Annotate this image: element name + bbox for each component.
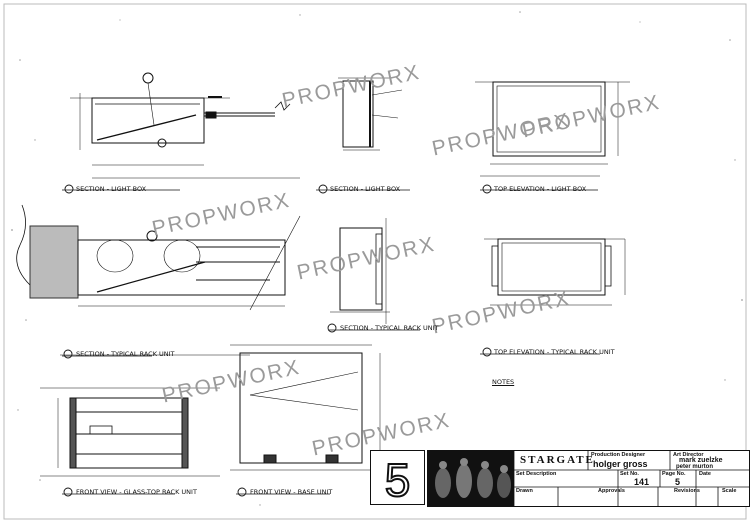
approvals-caption: Approvals	[598, 488, 625, 494]
detail-section-light-box-1	[70, 72, 300, 179]
set-no-caption: Set No.	[620, 471, 639, 477]
drawn-caption: Drawn	[516, 488, 533, 494]
scale-caption: Scale	[722, 488, 737, 494]
date-caption: Date	[699, 471, 711, 477]
sheet-number: 5	[385, 454, 411, 505]
revisions-caption: Revisions	[674, 488, 700, 494]
art-director-1: mark zuelzke	[679, 457, 723, 464]
set-description-caption: Set Description	[516, 471, 557, 477]
art-director-caption: Art Director	[673, 452, 704, 458]
detail-front-view-glass-top-rack	[40, 387, 220, 477]
set-no: 141	[634, 477, 650, 487]
title-block-grid	[513, 451, 749, 506]
sheet-number-box: 5	[370, 450, 425, 505]
detail-section-typical-rack-side	[330, 218, 390, 324]
detail-top-elevation-light-box	[475, 81, 630, 177]
photocopy-noise	[11, 11, 743, 506]
page-no-caption: Page No.	[662, 471, 686, 477]
detail-front-view-base-unit	[230, 344, 381, 471]
detail-top-elevation-typical-rack	[484, 238, 626, 306]
view-label: FRONT VIEW - GLASS-TOP RACK UNIT	[76, 488, 197, 496]
view-callout-circles	[63, 184, 492, 497]
art-director-2: peter murton	[676, 464, 714, 470]
detail-section-light-box-2	[338, 77, 403, 151]
view-label: TOP ELEVATION - TYPICAL RACK UNIT	[494, 348, 615, 356]
page-no: 5	[675, 477, 681, 487]
view-label: SECTION - LIGHT BOX	[330, 185, 401, 193]
view-label: SECTION - TYPICAL RACK UNIT	[340, 324, 439, 332]
view-label: SECTION - TYPICAL RACK UNIT	[76, 350, 175, 358]
production-designer: holger gross	[593, 459, 648, 469]
production-designer-caption: Production Designer	[591, 452, 646, 458]
show-name: STARGATE	[520, 454, 595, 466]
film-artwork	[428, 451, 514, 506]
title-block: STARGATE Production Designer holger gros…	[427, 450, 750, 507]
detail-section-typical-rack	[16, 204, 301, 356]
view-label: TOP ELEVATION - LIGHT BOX	[494, 185, 587, 193]
notes-title: NOTES	[492, 378, 515, 386]
view-label-underlines	[62, 189, 600, 495]
view-label: FRONT VIEW - BASE UNIT	[250, 488, 333, 496]
view-label: SECTION - LIGHT BOX	[76, 185, 147, 193]
sheet-border	[3, 3, 747, 520]
